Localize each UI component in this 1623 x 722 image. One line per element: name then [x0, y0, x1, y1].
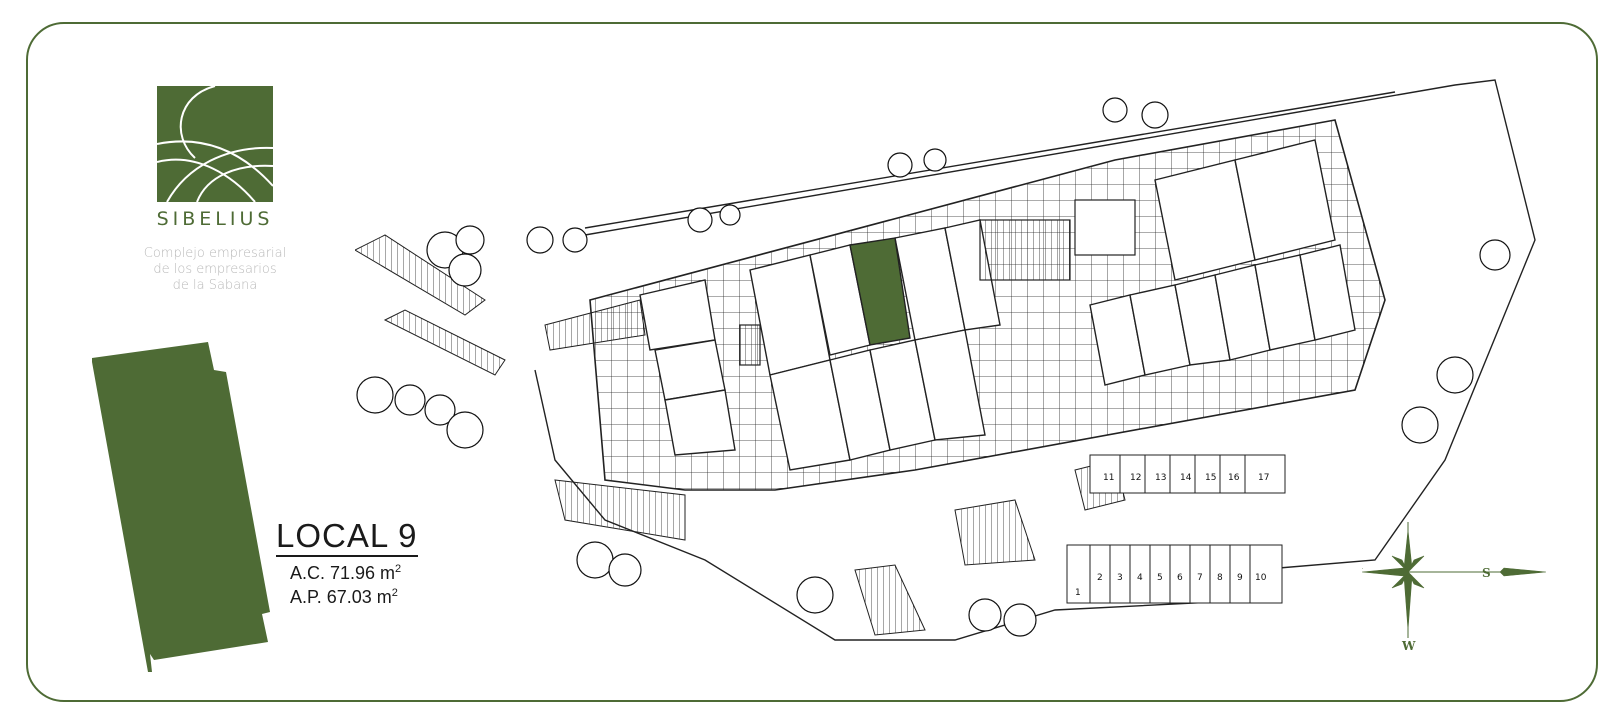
parking-number: 7	[1197, 573, 1203, 583]
tree-icon	[526, 226, 554, 254]
parking-number: 13	[1155, 473, 1166, 483]
tree-icon	[394, 384, 426, 416]
tree-icon	[1141, 101, 1169, 129]
tree-icon	[455, 225, 485, 255]
tree-icon	[446, 411, 484, 449]
parking-number: 17	[1258, 473, 1269, 483]
parking-number: 4	[1137, 573, 1143, 583]
highlighted-unit-local-9	[849, 237, 911, 346]
tree-icon	[1436, 356, 1474, 394]
built-area-unit-exp: 2	[395, 563, 402, 575]
tree-icon	[424, 394, 456, 426]
built-area: A.C. 71.96 m2	[290, 563, 401, 584]
core-stairs	[739, 199, 1136, 366]
tree-icon	[923, 148, 947, 172]
unit-footprint	[92, 342, 270, 672]
compass-north-label: N	[1362, 566, 1363, 580]
brand-tagline: Complejo empresarial de los empresarios …	[122, 246, 308, 294]
parking-number: 15	[1205, 473, 1216, 483]
compass-rose-icon: E N S W	[1362, 522, 1547, 653]
tree-icon	[356, 376, 394, 414]
tree-icon	[1003, 603, 1037, 637]
tree-icon	[887, 152, 913, 178]
tree-icon	[562, 227, 588, 253]
page-frame	[26, 22, 1598, 702]
tree-icon	[1102, 97, 1128, 123]
tree-icon	[968, 598, 1002, 632]
tagline-line: de la Sabana	[172, 278, 258, 293]
parking-number: 6	[1177, 573, 1183, 583]
parking-upper	[1089, 454, 1286, 494]
parking-number: 2	[1097, 573, 1103, 583]
parking-number: 1	[1075, 588, 1081, 598]
tree-icon	[576, 541, 614, 579]
private-area: A.P. 67.03 m2	[290, 587, 398, 608]
tagline-line: de los empresarios	[153, 262, 277, 277]
parking-labels: 11 12 13 14 15 16 17 1 2 3 4 5 6 7 8 9 1…	[1075, 473, 1269, 598]
tree-icon	[1401, 406, 1439, 444]
tree-icon	[687, 207, 713, 233]
tagline-line: Complejo empresarial	[143, 246, 287, 261]
parking-number: 8	[1217, 573, 1223, 583]
tree-icon	[719, 204, 741, 226]
unit-title: LOCAL 9	[276, 518, 418, 557]
compass-south-label: S	[1482, 566, 1491, 580]
tree-icon	[1479, 239, 1511, 271]
private-area-unit-exp: 2	[391, 587, 398, 599]
sibelius-logo-icon	[157, 86, 273, 202]
floor-plan: 11 12 13 14 15 16 17 1 2 3 4 5 6 7 8 9 1…	[355, 79, 1536, 641]
compass-west-label: W	[1401, 639, 1416, 653]
private-area-value: A.P. 67.03 m	[290, 587, 392, 607]
parking-number: 5	[1157, 573, 1163, 583]
parking-number: 3	[1117, 573, 1123, 583]
parking-number: 11	[1103, 473, 1114, 483]
brand-name: SIBELIUS	[156, 208, 274, 230]
parking-number: 16	[1228, 473, 1240, 483]
tree-icon	[608, 553, 642, 587]
parking-number: 10	[1255, 573, 1267, 583]
parking-number: 12	[1130, 473, 1141, 483]
trees	[356, 97, 1511, 637]
tree-icon	[796, 576, 834, 614]
parking-lower	[1066, 544, 1283, 604]
parking-number: 14	[1180, 473, 1192, 483]
parking-number: 9	[1237, 573, 1243, 583]
tree-icon	[448, 253, 482, 287]
built-area-value: A.C. 71.96 m	[290, 563, 396, 583]
